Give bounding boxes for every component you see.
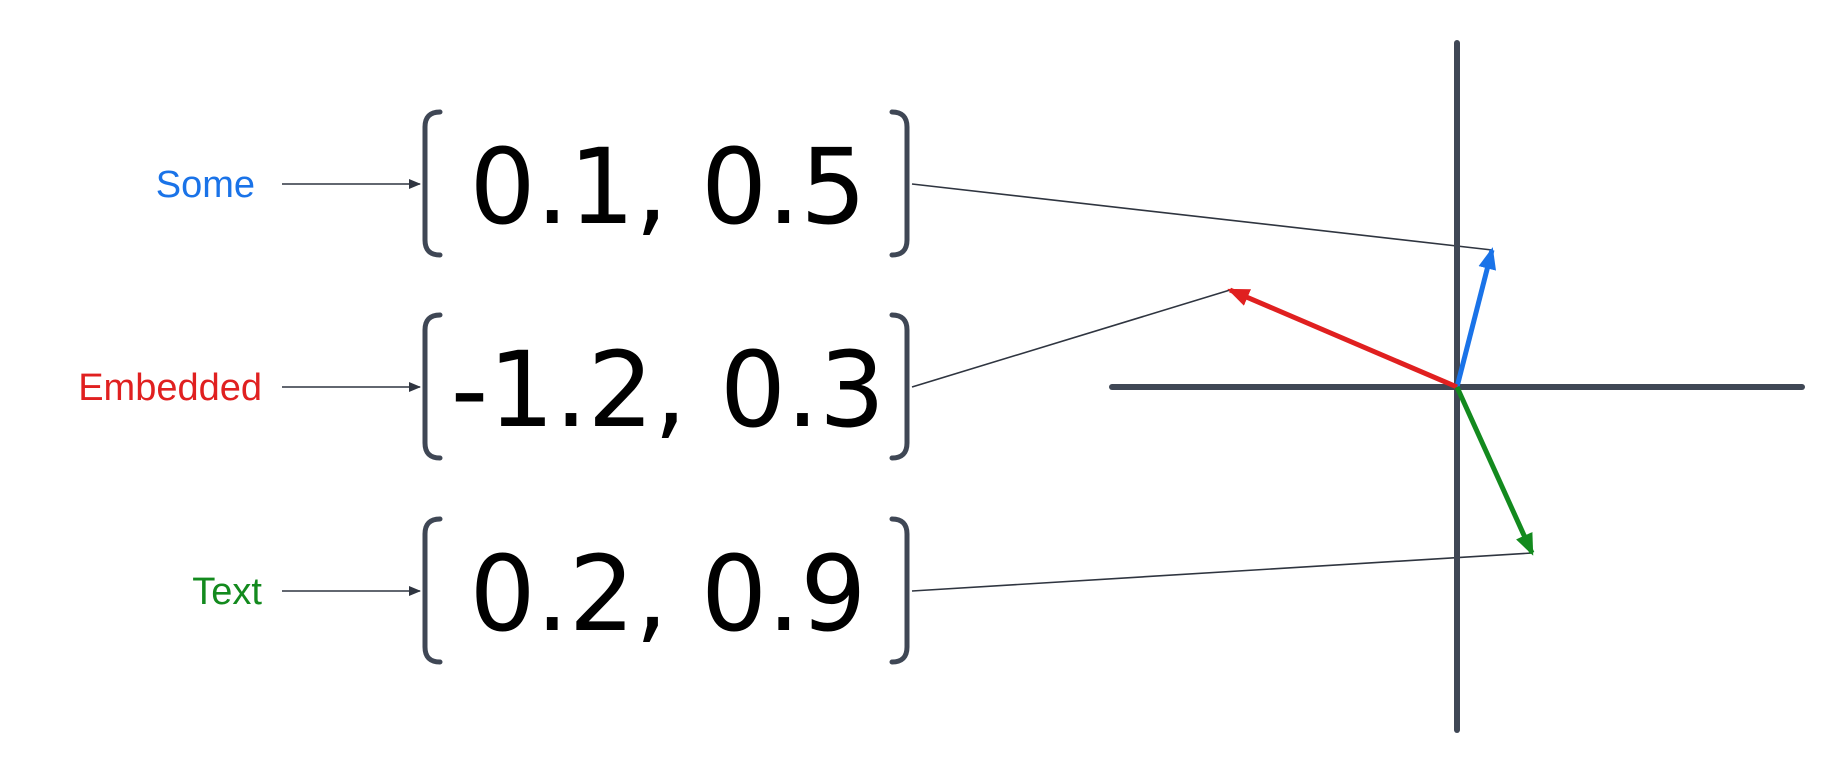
vector-value-text: 0.2, 0.9 bbox=[470, 533, 867, 655]
vector-arrow-embedded bbox=[1227, 287, 1458, 390]
vector-arrow-text bbox=[1454, 385, 1535, 556]
vector-arrow-some bbox=[1454, 247, 1497, 388]
vector-value-embedded: -1.2, 0.3 bbox=[451, 329, 885, 451]
connector-text bbox=[911, 552, 1533, 592]
word-embedded: Embedded bbox=[78, 367, 262, 409]
row-some: Some 0.1, 0.5 bbox=[156, 109, 910, 258]
word-some: Some bbox=[156, 164, 255, 206]
right-bracket bbox=[889, 109, 910, 258]
right-bracket bbox=[889, 312, 910, 461]
left-bracket bbox=[422, 109, 443, 258]
row-text: Text 0.2, 0.9 bbox=[192, 516, 910, 665]
vector-value-some: 0.1, 0.5 bbox=[470, 126, 867, 248]
left-bracket bbox=[422, 516, 443, 665]
right-bracket bbox=[889, 516, 910, 665]
connector-some bbox=[911, 183, 1493, 251]
word-text: Text bbox=[192, 571, 262, 613]
connector-embedded bbox=[911, 289, 1231, 388]
row-embedded: Embedded -1.2, 0.3 bbox=[78, 312, 910, 461]
left-bracket bbox=[422, 312, 443, 461]
